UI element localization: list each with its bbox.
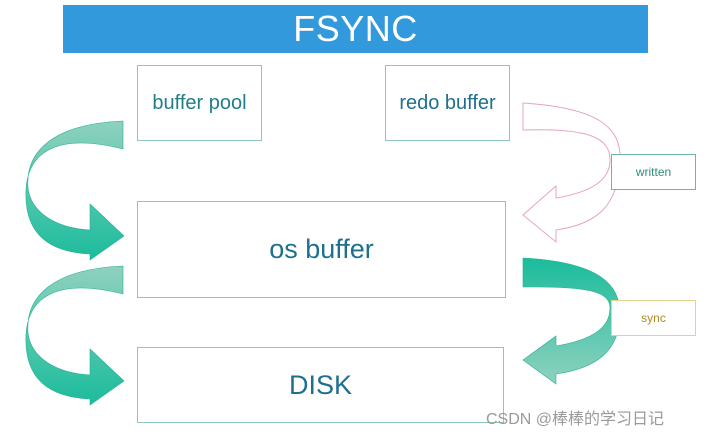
os-buffer-label: os buffer bbox=[269, 234, 374, 264]
curved-arrow-osbuffer-to-disk bbox=[25, 265, 125, 406]
buffer-pool-label: buffer pool bbox=[152, 91, 247, 114]
title-banner: FSYNC bbox=[63, 5, 648, 53]
watermark: CSDN @棒棒的学习日记 bbox=[486, 411, 665, 428]
sync-tag: sync bbox=[611, 300, 696, 336]
buffer-pool-box: buffer pool bbox=[137, 65, 262, 141]
written-tag: written bbox=[611, 154, 696, 190]
curved-arrow-osbuffer-to-disk-sync bbox=[522, 257, 621, 385]
disk-label: DISK bbox=[288, 369, 353, 400]
curved-arrow-redo-to-osbuffer bbox=[522, 102, 621, 244]
redo-buffer-box: redo buffer bbox=[385, 65, 510, 141]
disk-box: DISK bbox=[137, 347, 504, 423]
curved-arrow-bufferpool-to-osbuffer bbox=[25, 120, 125, 261]
os-buffer-box: os buffer bbox=[137, 201, 506, 298]
redo-buffer-label: redo buffer bbox=[399, 91, 496, 114]
